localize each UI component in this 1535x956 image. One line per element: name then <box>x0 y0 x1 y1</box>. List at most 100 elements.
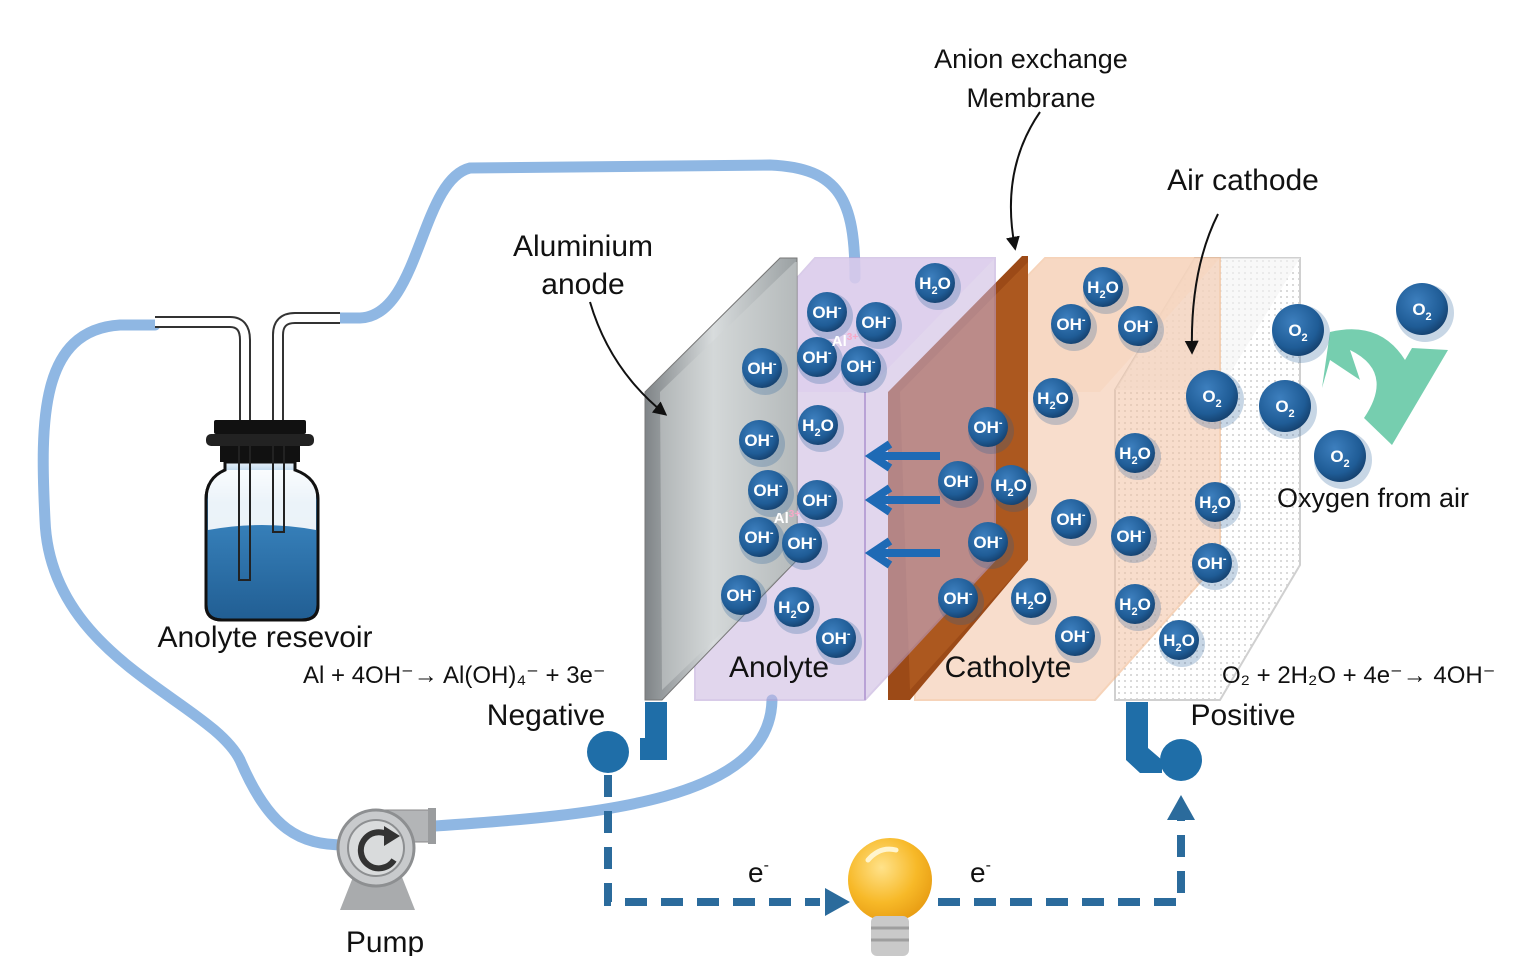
anolyte-reservoir <box>155 312 340 622</box>
svg-text:OH-: OH- <box>744 430 774 450</box>
h2o-ion: H2O <box>1083 267 1129 314</box>
anolyte-label: Anolyte <box>729 651 829 684</box>
svg-text:H2O: H2O <box>778 598 810 621</box>
o2-ion: O2 <box>1396 283 1454 342</box>
svg-text:OH-: OH- <box>1197 553 1227 573</box>
svg-text:OH-: OH- <box>846 356 876 376</box>
svg-text:O2: O2 <box>1275 397 1294 420</box>
h2o-ion: H2O <box>1033 378 1079 425</box>
svg-text:OH-: OH- <box>1056 509 1086 529</box>
oh-ion: OH- <box>807 292 853 339</box>
svg-text:OH-: OH- <box>753 480 783 500</box>
svg-text:OH-: OH- <box>1116 526 1146 546</box>
oh-ion: OH- <box>856 302 902 349</box>
svg-text:O2: O2 <box>1288 321 1307 344</box>
external-circuit <box>604 775 1185 906</box>
h2o-ion: H2O <box>1115 584 1161 631</box>
oh-ion: OH- <box>739 420 785 467</box>
svg-text:H2O: H2O <box>1163 631 1195 654</box>
electron-arrow-up <box>1167 795 1195 820</box>
anode-label-line1: Aluminium <box>513 230 653 263</box>
tube-pump-to-cell <box>429 694 778 832</box>
electron-label-left: e- <box>748 857 769 888</box>
svg-text:O2: O2 <box>1412 300 1431 323</box>
oh-ion: OH- <box>797 337 843 384</box>
oh-ion: OH- <box>721 575 767 622</box>
negative-terminal <box>587 702 667 773</box>
svg-text:O2: O2 <box>1202 387 1221 410</box>
oh-ion: OH- <box>1192 543 1238 590</box>
svg-text:OH-: OH- <box>802 347 832 367</box>
rotate-icon <box>357 829 397 872</box>
svg-text:H2O: H2O <box>1199 493 1231 516</box>
svg-text:OH-: OH- <box>943 471 973 491</box>
oh-ion: OH- <box>1118 306 1164 353</box>
oh-ion: OH- <box>841 346 887 393</box>
oxygen-inflow-arrow <box>1322 329 1448 445</box>
oh-ion: OH- <box>742 348 788 395</box>
oh-ion: OH- <box>1055 616 1101 663</box>
tube-reservoir-to-pump <box>37 319 351 851</box>
oh-ion: OH- <box>739 517 785 564</box>
svg-text:OH-: OH- <box>744 527 774 547</box>
positive-terminal <box>1126 702 1202 781</box>
oh-ion: OH- <box>748 470 794 517</box>
h2o-ion: H2O <box>991 465 1037 512</box>
air-cathode-pointer <box>1184 213 1219 355</box>
h2o-ion: H2O <box>774 587 820 634</box>
ions-layer: OH-OH-H2OOH-OH-OH-OH-H2OOH-OH-OH-OH-OH-H… <box>721 263 1454 667</box>
oxygen-from-air-label: Oxygen from air <box>1277 483 1469 513</box>
anode-pointer <box>589 301 668 416</box>
h2o-ion: H2O <box>1195 482 1241 529</box>
svg-text:OH-: OH- <box>861 312 891 332</box>
tubing <box>37 159 861 851</box>
o2-ion: O2 <box>1186 370 1244 429</box>
oh-ion: OH- <box>968 522 1014 569</box>
svg-text:H2O: H2O <box>919 274 951 297</box>
svg-text:OH-: OH- <box>973 417 1003 437</box>
anode-label-line2: anode <box>541 268 624 301</box>
electron-label-right: e- <box>970 857 991 888</box>
negative-label: Negative <box>487 699 605 732</box>
membrane-label-line1: Anion exchange <box>934 44 1128 74</box>
svg-text:H2O: H2O <box>1087 278 1119 301</box>
svg-text:OH-: OH- <box>973 532 1003 552</box>
aluminium-ion-label: Al3+ <box>774 509 801 527</box>
svg-text:H2O: H2O <box>802 416 834 439</box>
oh-ion: OH- <box>1111 516 1157 563</box>
svg-text:OH-: OH- <box>812 302 842 322</box>
anode-reaction: Al + 4OH⁻→ Al(OH)₄⁻ + 3e⁻ <box>303 662 606 689</box>
svg-text:H2O: H2O <box>995 476 1027 499</box>
svg-text:OH-: OH- <box>787 533 817 553</box>
h2o-ion: H2O <box>1159 620 1205 667</box>
svg-text:H2O: H2O <box>1119 444 1151 467</box>
o2-ion: O2 <box>1259 380 1317 439</box>
svg-text:OH-: OH- <box>726 585 756 605</box>
oh-ion: OH- <box>816 618 862 665</box>
svg-text:OH-: OH- <box>1056 314 1086 334</box>
svg-text:H2O: H2O <box>1015 589 1047 612</box>
air-cathode-label: Air cathode <box>1167 164 1319 197</box>
h2o-ion: H2O <box>798 405 844 452</box>
oh-ion: OH- <box>1051 304 1097 351</box>
svg-text:OH-: OH- <box>802 490 832 510</box>
h2o-ion: H2O <box>1011 578 1057 625</box>
hydroxide-flow-arrows <box>864 440 940 569</box>
membrane-label-line2: Membrane <box>966 83 1095 113</box>
oh-ion: OH- <box>938 578 984 625</box>
svg-text:H2O: H2O <box>1119 595 1151 618</box>
aluminium-ion-label: Al3+ <box>832 332 859 350</box>
svg-text:H2O: H2O <box>1037 389 1069 412</box>
pump <box>336 808 436 910</box>
light-bulb-icon <box>848 838 932 956</box>
svg-text:OH-: OH- <box>1123 316 1153 336</box>
h2o-ion: H2O <box>1115 433 1161 480</box>
oh-ion: OH- <box>938 461 984 508</box>
tube-outlet-to-cell <box>334 159 861 324</box>
cathode-reaction: O₂ + 2H₂O + 4e⁻→ 4OH⁻ <box>1222 662 1495 689</box>
h2o-ion: H2O <box>915 263 961 310</box>
pump-label: Pump <box>346 926 424 956</box>
reservoir-label: Anolyte resevoir <box>157 621 372 654</box>
electron-arrow-right <box>825 888 850 916</box>
